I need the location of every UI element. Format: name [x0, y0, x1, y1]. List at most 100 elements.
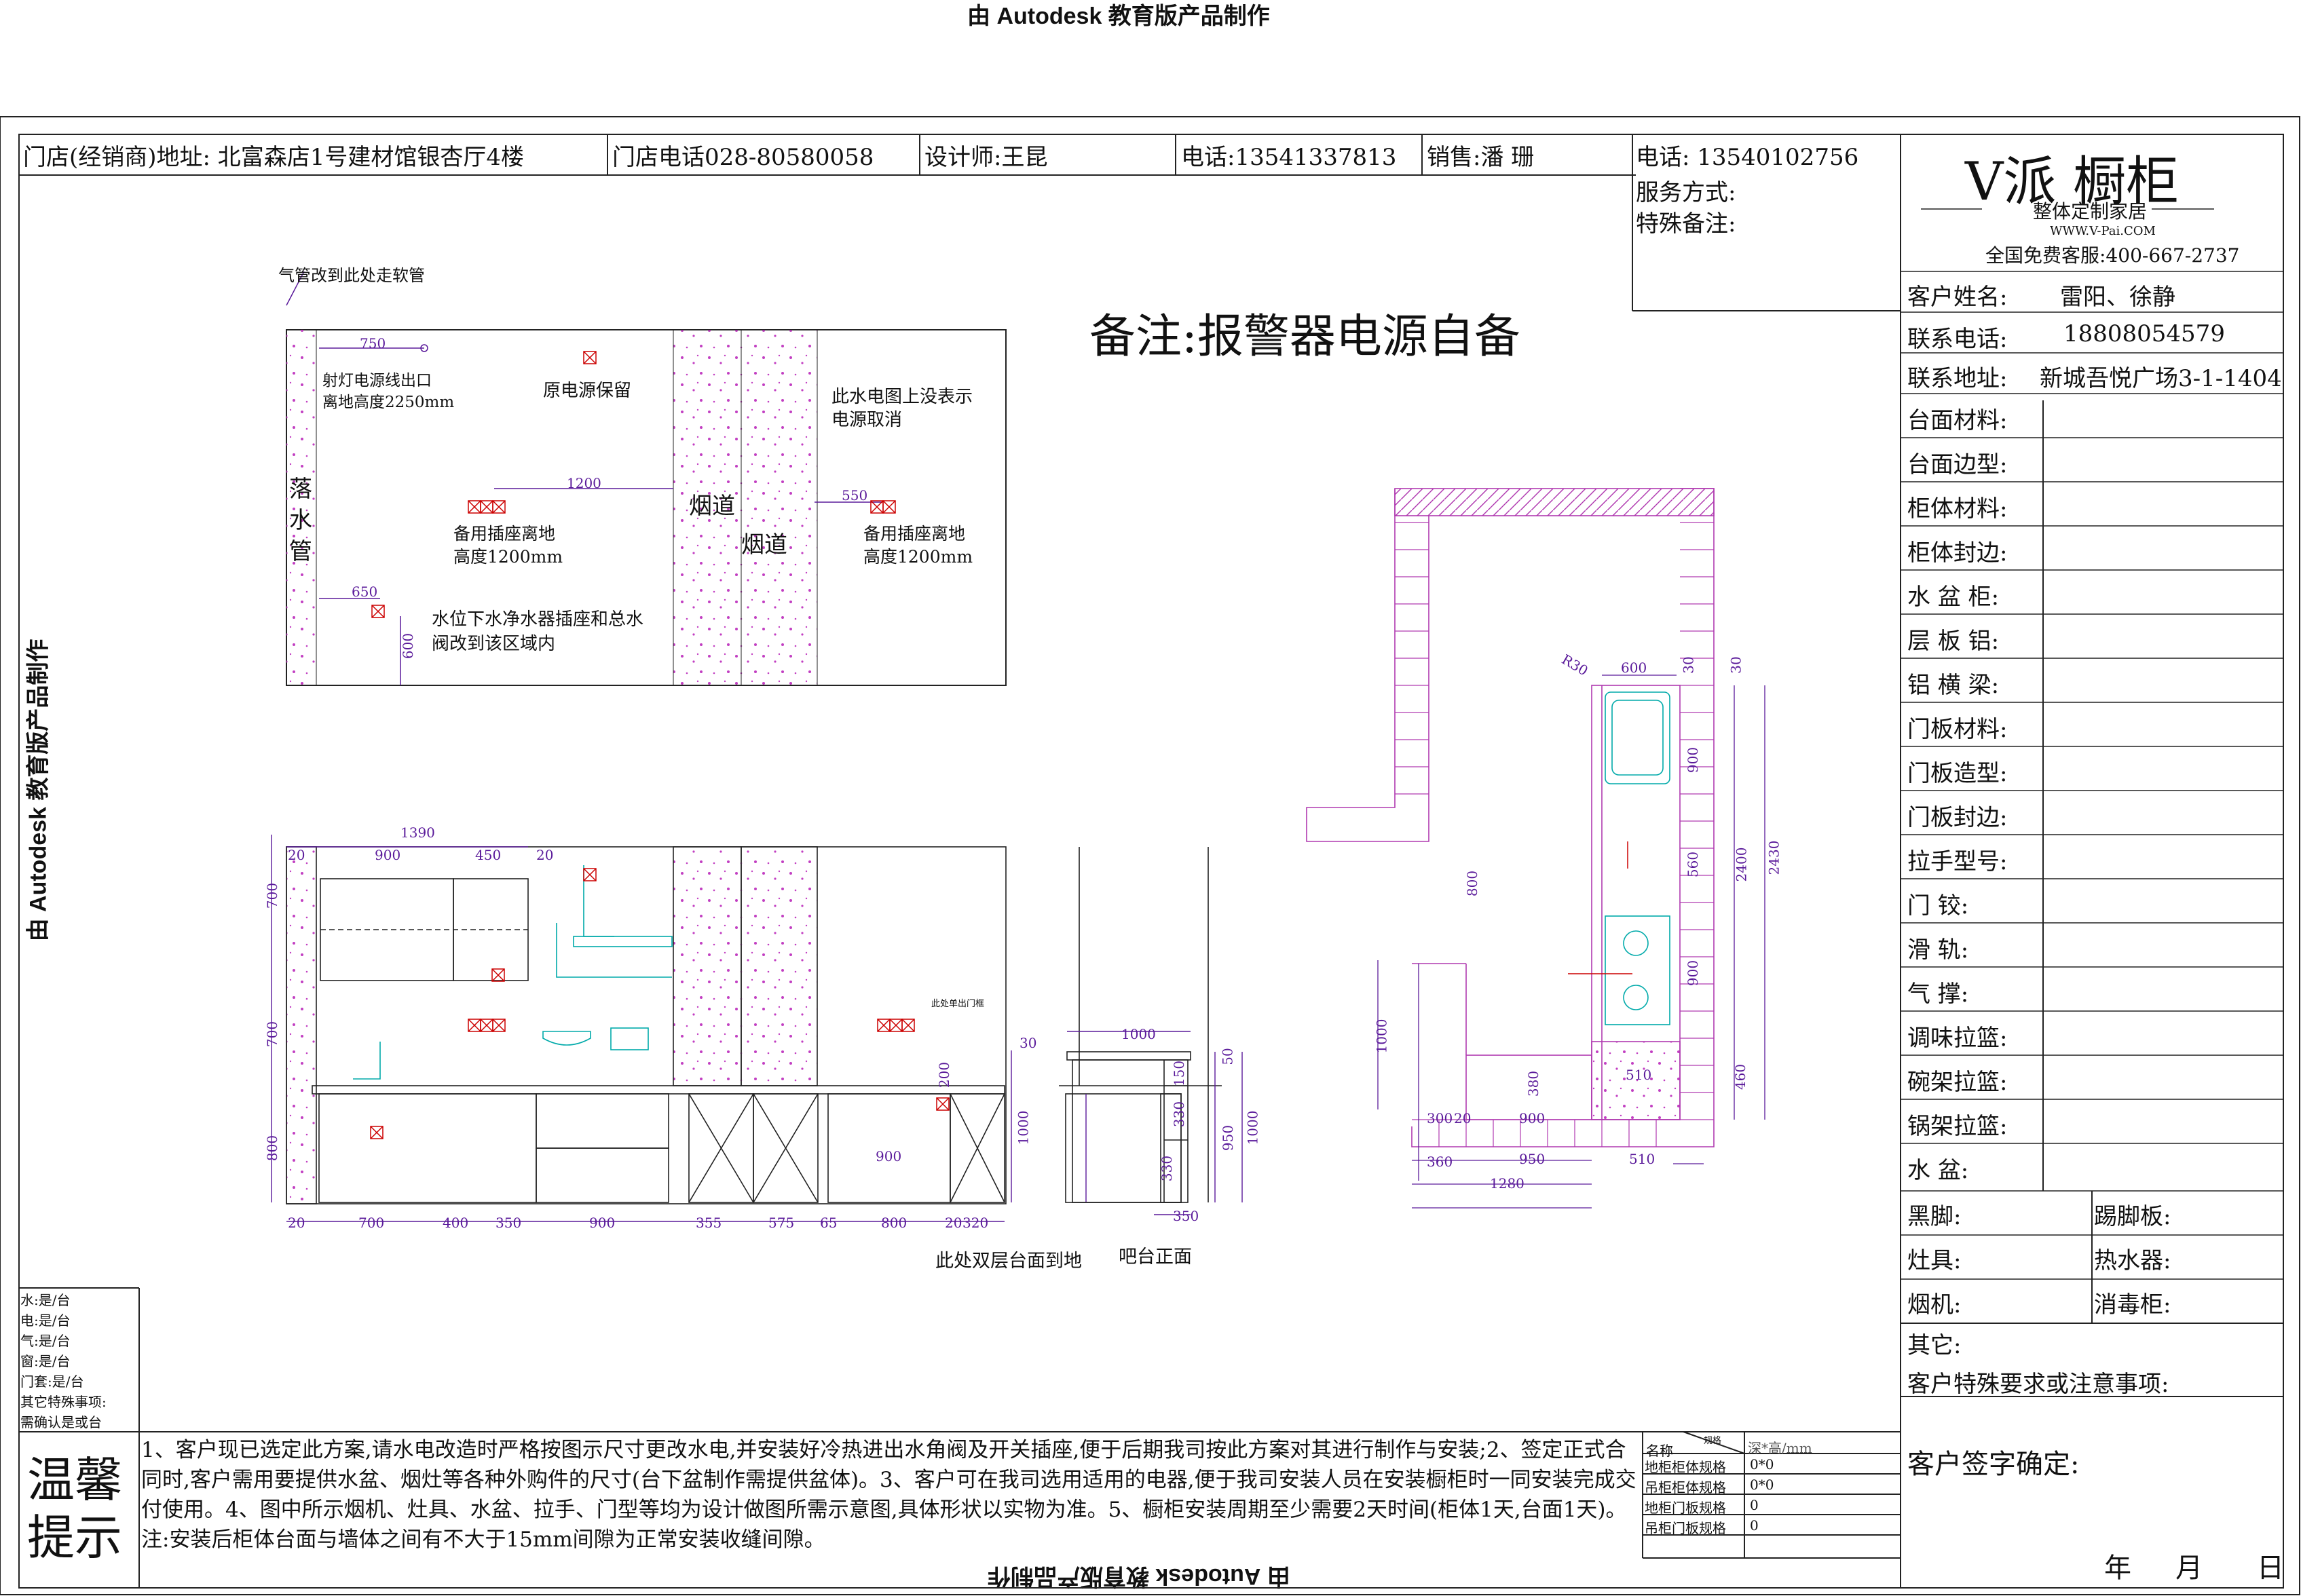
plan-dim: 800 — [1464, 870, 1481, 897]
spec-table-unit-header: 深*高/mm — [1748, 1440, 1812, 1456]
plan-dim: 900 — [1685, 960, 1702, 987]
cabinet-bottom-dim: 65 — [820, 1215, 838, 1231]
brand-tagline: 整体定制家居 — [2033, 200, 2148, 223]
plan-dim: 900 — [1519, 1110, 1546, 1126]
dim-label: 1200 — [567, 475, 601, 491]
dim-label: 750 — [360, 335, 386, 352]
flue-label-2: 烟道 — [741, 531, 787, 558]
appliance-label: 消毒柜: — [2094, 1291, 2171, 1318]
plan-dim: 510 — [1626, 1067, 1652, 1083]
downpipe-char: 落 — [289, 476, 312, 503]
dim-label: 650 — [352, 584, 378, 600]
spare-socket-note-2: 备用插座离地 高度1200mm — [863, 524, 973, 567]
spec-field: 门 铰: — [1907, 892, 1969, 919]
checklist-item: 电:是/台 — [20, 1312, 71, 1329]
spec-table-row-value: 0*0 — [1750, 1456, 1774, 1472]
cabinet-bottom-dim: 900 — [589, 1215, 616, 1231]
plan-dim: 380 — [1525, 1070, 1542, 1097]
dim-label: 550 — [842, 487, 868, 504]
tips-title-line1: 温馨 — [27, 1452, 122, 1508]
bar-dim: 50 — [1219, 1048, 1236, 1065]
plan-dim: 30 — [1727, 656, 1744, 674]
spare-socket-note-1: 备用插座离地 高度1200mm — [453, 524, 563, 567]
plan-dim: 2430 — [1765, 840, 1782, 875]
double-counter-note: 此处双层台面到地 — [935, 1251, 1082, 1272]
cabinet-bottom-dim: 320 — [962, 1215, 989, 1231]
cabinet-bottom-dim: 350 — [495, 1215, 522, 1231]
tips-title-line2: 提示 — [27, 1510, 122, 1565]
checklist-item: 门套:是/台 — [20, 1373, 84, 1390]
plan-dim: 510 — [1629, 1151, 1655, 1167]
plan-dim: 300 — [1427, 1110, 1453, 1126]
bar-dim: 950 — [1220, 1124, 1237, 1152]
appliance-label: 热水器: — [2094, 1247, 2171, 1274]
bar-dim: 150 — [1171, 1060, 1188, 1087]
cabinet-bottom-dim: 20 — [945, 1215, 962, 1231]
plan-dim: 900 — [1685, 746, 1702, 774]
spec-field: 层 板 铝: — [1907, 628, 2000, 655]
spec-field: 铝 横 梁: — [1907, 672, 2000, 699]
plan-dim: 1280 — [1490, 1175, 1524, 1192]
bar-side-drawing — [1066, 1051, 1191, 1203]
appliance-label: 烟机: — [1907, 1291, 1962, 1318]
bar-front-label: 吧台正面 — [1119, 1247, 1192, 1268]
spec-field: 拉手型号: — [1907, 848, 2008, 875]
cabinet-dim: 20 — [288, 847, 305, 863]
cabinet-dim: 20 — [536, 847, 554, 863]
date-day: 日 — [2257, 1553, 2284, 1584]
plan-dim: 1000 — [1373, 1019, 1390, 1054]
no-power-note: 此水电图上没表示 电源取消 — [831, 387, 973, 430]
spec-field: 滑 轨: — [1907, 936, 1969, 964]
cabinet-left-dim: 700 — [264, 882, 281, 909]
spec-field: 台面边型: — [1907, 451, 2008, 478]
spec-table-spec-header: 规格 — [1704, 1436, 1722, 1446]
spec-field: 门板封边: — [1907, 804, 2008, 831]
spec-table-row-value: 0 — [1750, 1497, 1759, 1513]
brand-hotline: 全国免费客服:400-667-2737 — [1985, 244, 2240, 267]
checklist-item: 水:是/台 — [20, 1292, 71, 1308]
sales-name: 销售:潘 珊 — [1427, 144, 1535, 171]
date-month: 月 — [2175, 1553, 2203, 1584]
tips-text: 1、客户现已选定此方案,请水电改造时严格按图示尺寸更改水电,并安装好冷热进出水角… — [141, 1438, 1636, 1552]
appliance-label: 黑脚: — [1907, 1203, 1962, 1230]
checklist-item: 需确认是或台 — [20, 1414, 102, 1430]
store-address: 门店(经销商)地址: 北富森店1号建材馆银杏厅4楼 — [23, 144, 525, 171]
spec-field: 锅架拉篮: — [1907, 1113, 2008, 1140]
checklist-item: 窗:是/台 — [20, 1353, 71, 1369]
plan-dim: 360 — [1427, 1154, 1453, 1170]
checklist-item: 气:是/台 — [20, 1333, 71, 1349]
bar-dim: 1000 — [1244, 1110, 1261, 1145]
spec-field: 气 撑: — [1907, 981, 1969, 1008]
cabinet-elevation-drawing — [286, 846, 1222, 1204]
bar-dim: 1000 — [1121, 1026, 1156, 1042]
cabinet-bottom-dim: 800 — [881, 1215, 908, 1231]
spec-table-row-value: 0 — [1750, 1517, 1759, 1534]
appliance-lines — [353, 865, 673, 1080]
plan-dim: 30 — [1680, 656, 1697, 674]
store-phone: 门店电话028-80580058 — [612, 144, 874, 171]
water-note: 水位下水净水器插座和总水 阀改到该区域内 — [432, 609, 644, 654]
watermark-top: 由 Autodesk 教育版产品制作 — [967, 3, 1270, 29]
power-keep-note: 原电源保留 — [543, 381, 632, 401]
bar-dim: 30 — [1019, 1035, 1037, 1051]
brand-logo: V派 橱柜 — [1965, 151, 2180, 212]
brand-website: WWW.V-Pai.COM — [2050, 224, 2156, 238]
bar-dim: 330 — [1171, 1101, 1188, 1128]
downpipe-char: 水 — [289, 507, 312, 534]
spec-field: 台面材料: — [1907, 407, 2008, 434]
gas-pipe-note: 气管改到此处走软管 — [278, 266, 425, 285]
bar-dim: 350 — [1173, 1208, 1199, 1224]
plan-dim: 560 — [1685, 851, 1702, 878]
sales-phone: 电话: 13540102756 — [1636, 144, 1859, 171]
single-door-note: 此处单出门框 — [931, 999, 985, 1009]
special-notes: 特殊备注: — [1636, 210, 1736, 238]
spec-table-row-value: 0*0 — [1750, 1477, 1774, 1493]
cabinet-bottom-dim: 400 — [443, 1215, 469, 1231]
other-label: 其它: — [1907, 1332, 1962, 1359]
cabinet-bottom-dim: 355 — [696, 1215, 722, 1231]
spec-field: 门板造型: — [1907, 760, 2008, 787]
cabinet-dim: 450 — [475, 847, 502, 863]
cabinet-left-dim: 800 — [264, 1135, 281, 1162]
spec-field: 水 盆: — [1907, 1157, 1969, 1184]
